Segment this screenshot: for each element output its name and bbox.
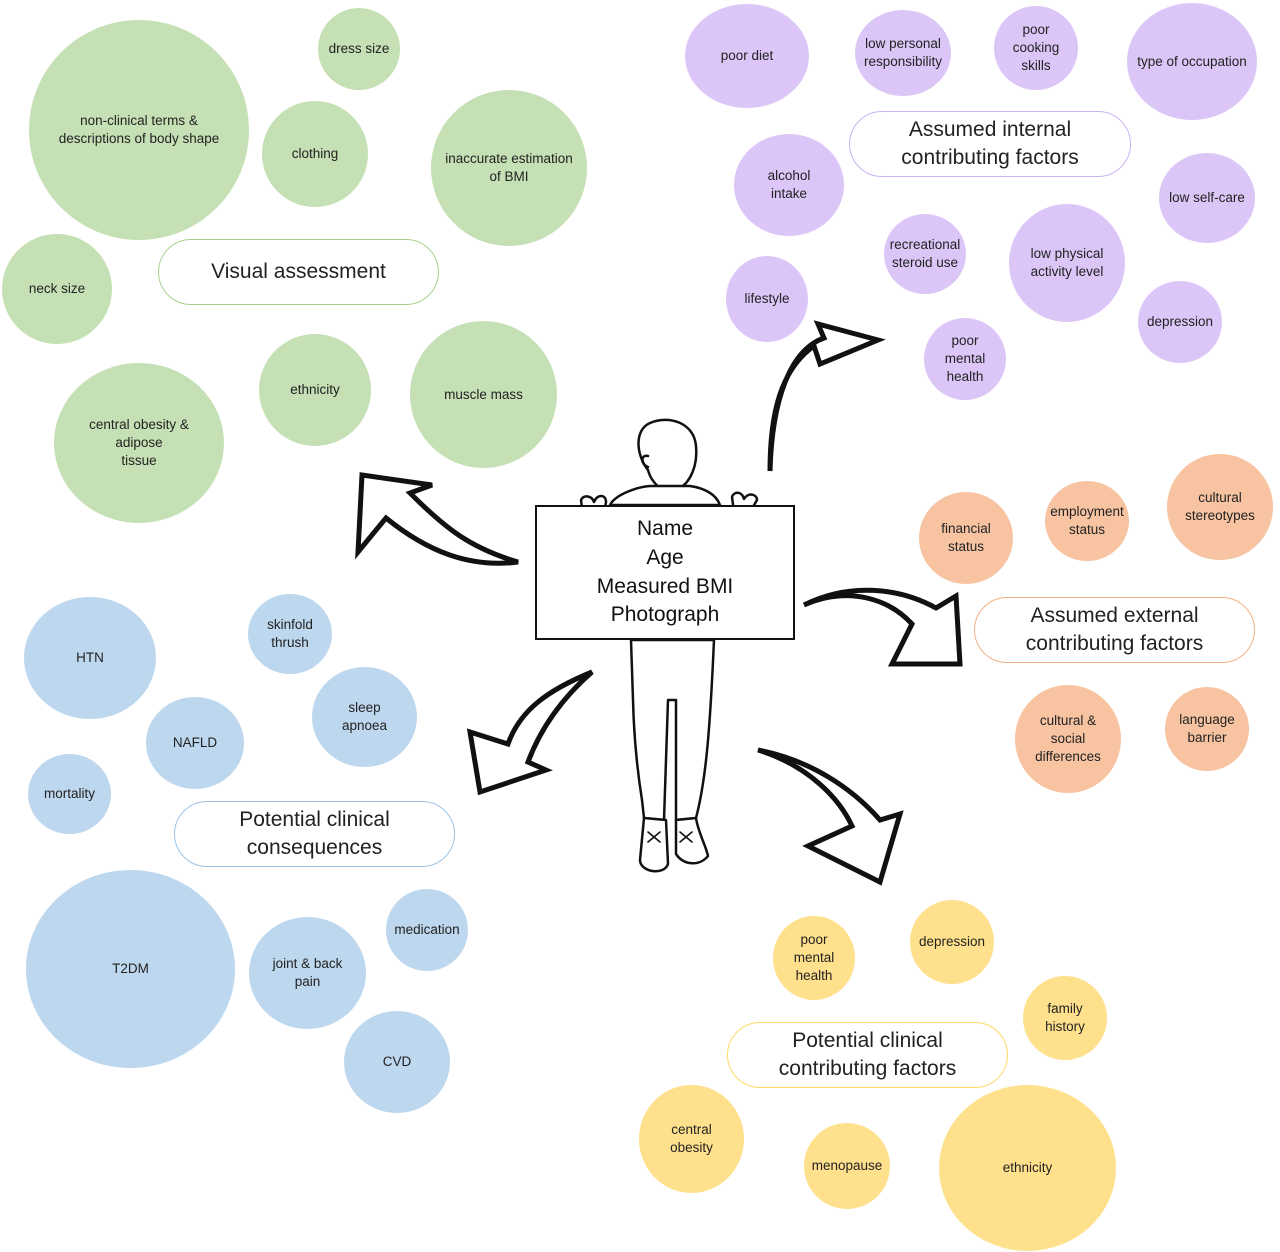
person-torso-icon: [608, 484, 722, 507]
bubble-ethnicity-clinical: ethnicity: [939, 1085, 1116, 1251]
bubble-central-obesity-adipose: central obesity & adipose tissue: [54, 363, 224, 523]
center-sign: Name Age Measured BMI Photograph: [535, 505, 795, 640]
sign-line-photograph: Photograph: [610, 603, 720, 627]
bubble-lifestyle: lifestyle: [726, 256, 808, 342]
bubble-central-obesity-clinical: central obesity: [639, 1085, 744, 1193]
bubble-employment-status: employment status: [1045, 481, 1129, 561]
bubble-low-physical-activity: low physical activity level: [1009, 204, 1125, 322]
bubble-htn: HTN: [24, 597, 156, 719]
label-clinical-consequences: Potential clinical consequences: [174, 801, 455, 867]
bubble-sleep-apnoea: sleep apnoea: [312, 667, 417, 767]
bubble-non-clinical-terms: non-clinical terms & descriptions of bod…: [29, 20, 249, 240]
bubble-low-personal-responsibility: low personal responsibility: [855, 10, 951, 96]
bubble-nafld: NAFLD: [146, 697, 244, 789]
bubble-alcohol-intake: alcohol intake: [734, 134, 844, 236]
bubble-dress-size: dress size: [318, 8, 400, 90]
bubble-cultural-social-differences: cultural & social differences: [1015, 685, 1121, 793]
sign-line-age: Age: [646, 545, 684, 569]
bubble-medication: medication: [386, 889, 468, 971]
arrow-to-clinical-factors: [757, 747, 904, 886]
left-shoe-icon: [638, 816, 670, 873]
bubble-skinfold-thrush: skinfold thrush: [248, 594, 332, 674]
label-internal-factors: Assumed internal contributing factors: [849, 111, 1131, 177]
arrow-to-internal-factors: [767, 320, 886, 472]
label-visual-assessment: Visual assessment: [158, 239, 439, 305]
bubble-menopause: menopause: [804, 1123, 890, 1209]
bubble-neck-size: neck size: [2, 234, 112, 344]
bubble-depression-clinical: depression: [910, 900, 994, 984]
right-shoe-icon: [674, 816, 710, 865]
person-legs-icon: [629, 638, 716, 822]
bubble-inaccurate-bmi: inaccurate estimation of BMI: [431, 90, 587, 246]
bubble-family-history: family history: [1023, 976, 1107, 1060]
bubble-poor-mental-health-clinical: poor mental health: [773, 916, 855, 1000]
sign-line-name: Name: [636, 517, 694, 541]
sign-line-measured-bmi: Measured BMI: [596, 574, 734, 598]
bubble-ethnicity-visual: ethnicity: [259, 334, 371, 446]
bubble-poor-cooking-skills: poor cooking skills: [994, 6, 1078, 90]
bubble-joint-back-pain: joint & back pain: [249, 917, 366, 1029]
bubble-language-barrier: language barrier: [1165, 687, 1249, 771]
bubble-mortality: mortality: [28, 754, 111, 834]
arrow-to-clinical-consequences: [466, 669, 594, 796]
arrow-to-external-factors: [802, 587, 963, 667]
bubble-t2dm: T2DM: [26, 870, 235, 1068]
bubble-type-of-occupation: type of occupation: [1127, 3, 1257, 120]
bubble-cvd: CVD: [344, 1011, 450, 1113]
bubble-muscle-mass: muscle mass: [410, 321, 557, 468]
bubble-cultural-stereotypes: cultural stereotypes: [1167, 454, 1273, 560]
bubble-poor-mental-health-internal: poor mental health: [924, 318, 1006, 400]
person-head-icon: [637, 418, 698, 490]
bubble-recreational-steroid-use: recreational steroid use: [884, 214, 966, 294]
label-clinical-factors: Potential clinical contributing factors: [727, 1022, 1008, 1088]
label-external-factors: Assumed external contributing factors: [974, 597, 1255, 663]
bubble-depression-internal: depression: [1138, 281, 1222, 363]
bubble-clothing: clothing: [262, 101, 368, 207]
bubble-financial-status: financial status: [919, 492, 1013, 584]
arrow-to-visual-assessment: [355, 472, 519, 566]
bubble-low-self-care: low self-care: [1159, 153, 1255, 243]
bubble-poor-diet: poor diet: [685, 4, 809, 108]
